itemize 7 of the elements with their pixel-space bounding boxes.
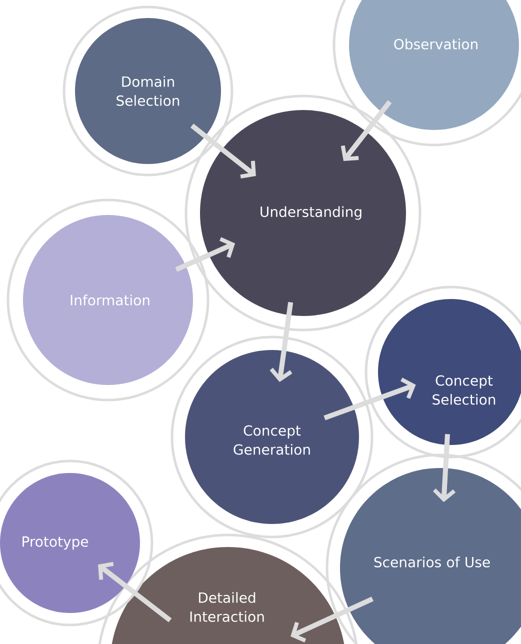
arrow [175, 237, 236, 272]
arrow [190, 124, 256, 179]
arrow [98, 562, 172, 622]
arrow [290, 596, 374, 642]
arrow [432, 434, 456, 502]
arrow [340, 100, 392, 162]
arrow [324, 378, 416, 420]
